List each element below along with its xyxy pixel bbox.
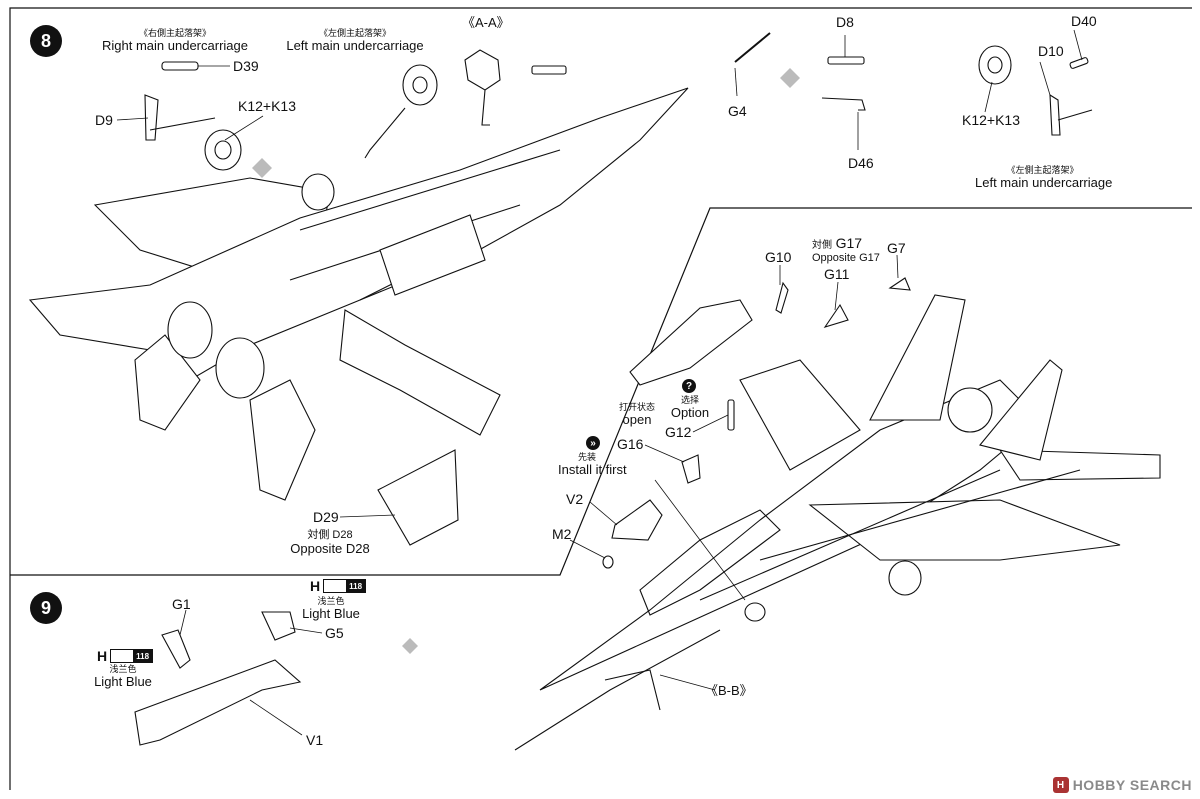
paint-callout-h118-top: H 118 [310,578,367,594]
option-cn: 选择 [680,395,699,405]
part-d10: D10 [1038,43,1064,59]
part-v2: V2 [566,491,584,507]
g17-cn: 対側 [812,240,832,251]
mig29-underside-drawing [28,87,689,501]
g4-probe [734,32,771,63]
open-label: 打开状态 open [612,402,662,427]
part-d40: D40 [1071,13,1097,29]
part-m2: M2 [552,526,572,542]
paint-callout-h118-left: H 118 [97,648,154,664]
section-bb-label: 《B-B》 [705,683,753,698]
option-icon: ? [682,379,696,393]
part-d39: D39 [233,58,259,74]
part-d8: D8 [836,14,854,30]
step-frame-lines [9,7,1192,790]
install-first-label: 先装 Install it first [558,452,627,477]
direction-arrows [252,68,800,654]
install-first-icon: » [586,436,600,450]
part-g16: G16 [617,436,644,452]
part-g1: G1 [172,596,191,612]
part-v1: V1 [306,732,324,748]
part-g5: G5 [325,625,344,641]
open-cn: 打开状态 [618,402,655,412]
left-main-gear-right [978,45,1093,136]
part-k12-k13-right: K12+K13 [962,112,1020,128]
hobby-search-watermark: H HOBBY SEARCH [1052,777,1192,793]
step-number-9: 9 [30,592,62,624]
right-main-cn: 《右側主起落架》 [138,28,211,38]
part-d9: D9 [95,112,113,128]
part-g4: G4 [728,103,747,119]
part-g17: G17 [835,235,863,251]
paint-number-2: 118 [133,650,153,662]
install-en: Install it first [558,462,627,477]
part-d29: D29 [313,509,339,525]
paint-code-2: H [97,648,108,664]
left-main-undercarriage-label-right: 《左側主起落架》 Left main undercarriage [975,165,1113,190]
mig29-top-drawing [539,294,1161,691]
paint-chip: 118 [323,579,367,593]
step-number-8: 8 [30,25,62,57]
right-main-undercarriage-label: 《右側主起落架》 Right main undercarriage [100,28,250,53]
paint-number: 118 [346,580,366,592]
light-blue-cn-2: 浅兰色 [109,664,137,674]
light-blue-en: Light Blue [302,606,360,621]
part-g7: G7 [887,240,906,256]
option-label: 选择 Option [665,395,715,420]
nose-gear-aa [464,49,567,126]
option-en: Option [670,405,710,420]
d28-cn: 対側 D28 [307,529,353,541]
part-d46: D46 [848,155,874,171]
left-main-gear [301,64,438,211]
open-en: open [622,412,652,427]
left-main-en: Left main undercarriage [286,38,424,53]
paint-chip-2: 118 [110,649,154,663]
paint-code: H [310,578,321,594]
d29-fin-part [377,449,459,546]
canopy-v1-parts [134,611,302,746]
light-blue-label-left: 浅兰色 Light Blue [88,664,158,689]
watermark-text: HOBBY SEARCH [1072,777,1192,793]
left-main-cn-right: 《左側主起落架》 [1006,165,1079,175]
right-main-en: Right main undercarriage [102,38,248,53]
right-main-gear [144,61,242,171]
part-g11: G11 [824,266,850,282]
section-aa-label: 《A-A》 [462,15,510,30]
left-main-undercarriage-label: 《左側主起落架》 Left main undercarriage [285,28,425,53]
d28-en: Opposite D28 [290,541,370,556]
leader-lines [116,29,1083,736]
nose-gear-bb [514,602,766,751]
install-cn: 先装 [578,452,597,462]
canopy-parts [602,277,911,569]
part-g12: G12 [665,424,692,440]
opposite-d28-label: 対側 D28 Opposite D28 [290,528,370,556]
left-main-cn: 《左側主起落架》 [318,28,391,38]
light-blue-label-top: 浅兰色 Light Blue [296,596,366,621]
hobby-search-logo-icon: H [1052,777,1069,793]
light-blue-cn: 浅兰色 [317,596,345,606]
opposite-g17-label: 対側 G17 Opposite G17 [812,236,880,265]
light-blue-en-2: Light Blue [94,674,152,689]
left-main-en-right: Left main undercarriage [975,175,1113,190]
part-k12-k13: K12+K13 [238,98,296,114]
part-g10: G10 [765,249,792,265]
g17-en: Opposite G17 [812,252,880,264]
d8-d46-parts [821,56,866,111]
